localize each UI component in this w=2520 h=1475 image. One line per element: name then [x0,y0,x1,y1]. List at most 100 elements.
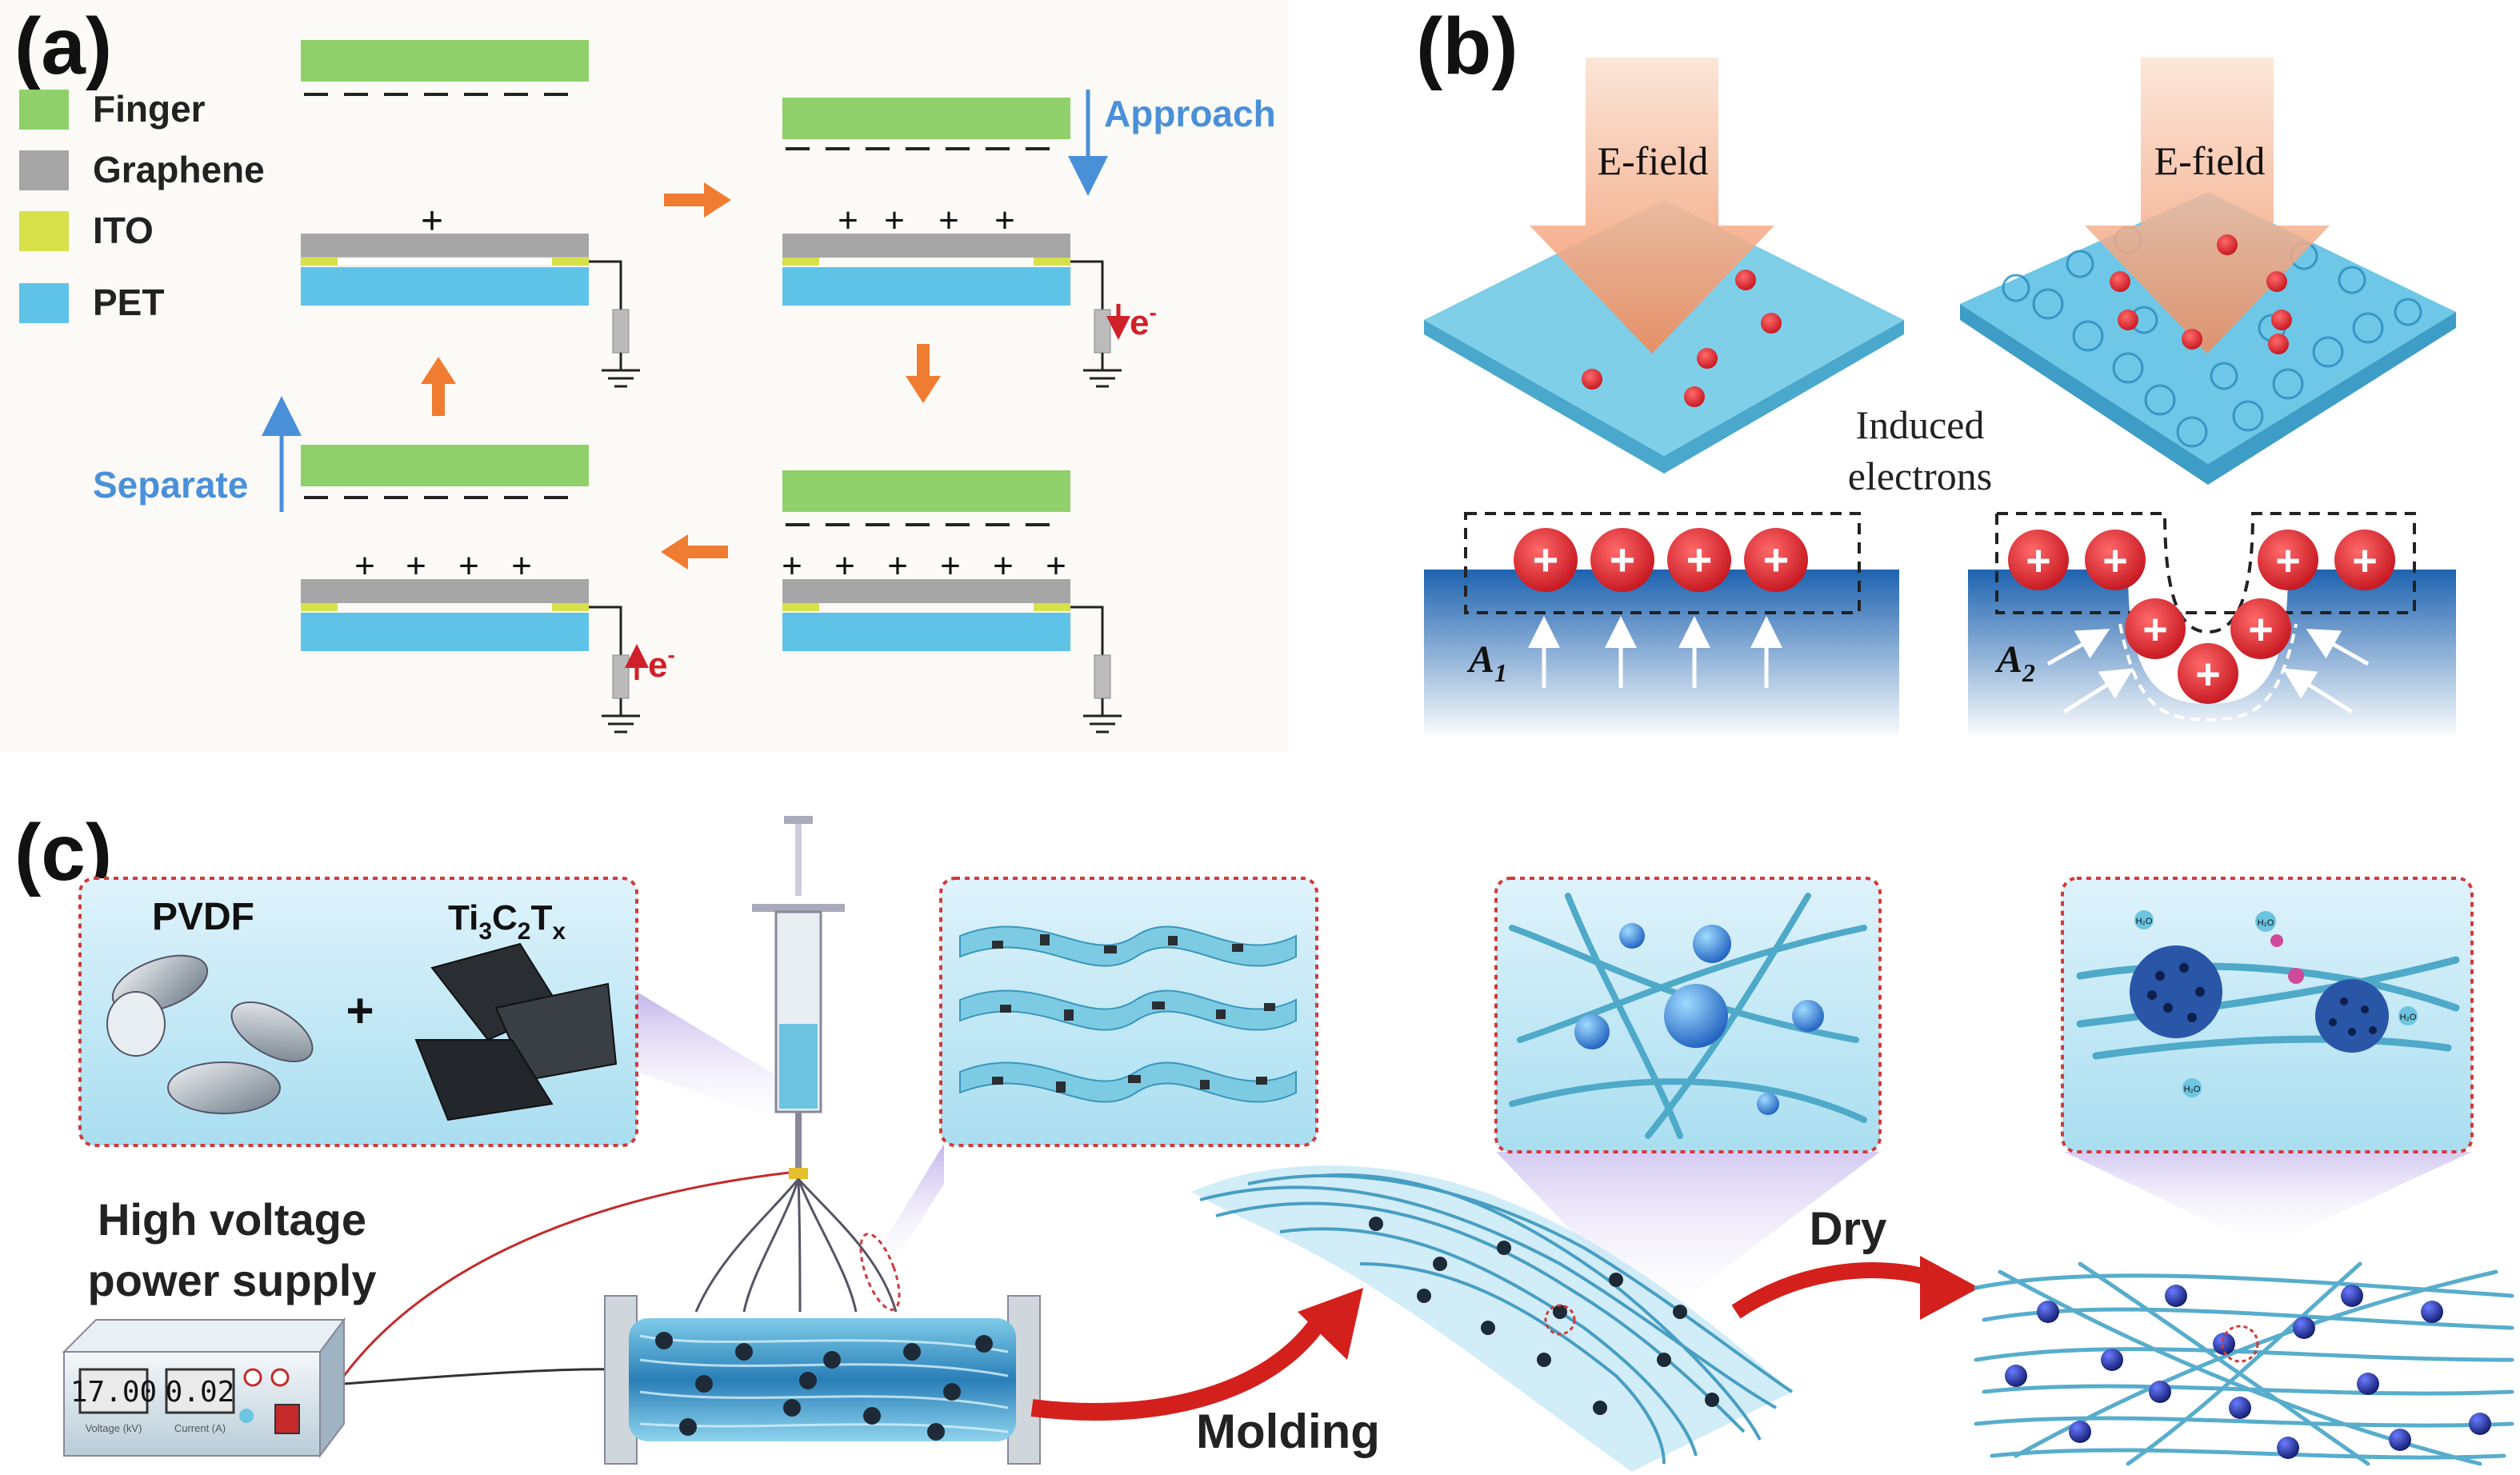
molded-fiber-mat [1192,1165,1794,1472]
dry-label: Dry [1810,1203,1887,1255]
positive-charge: + [834,546,855,586]
voltage-readout: 17.00 [70,1376,157,1409]
graphene-layer [301,234,589,258]
legend-label-finger: Finger [93,88,206,130]
orange-arrow-right [664,182,731,218]
ito-left [782,603,819,611]
state-initial: + [300,40,640,388]
state-approach: + + + + e- Approach [782,90,1276,388]
positive-charge: + [838,201,858,240]
zoom-beam-4 [2064,1152,2472,1248]
finger-layer [782,98,1070,139]
finger-layer [301,445,589,486]
zoom-marker [2221,1325,2259,1363]
legend-label-graphene: Graphene [93,149,265,190]
positive-charge: + [1610,534,1636,585]
power-supply-label-line1: High voltage [98,1194,366,1245]
current-caption: Current (A) [174,1422,226,1434]
syringe-needle [795,1112,802,1168]
resistor [612,654,630,699]
positive-charge: + [511,546,532,586]
mxene-flakes-image [414,942,618,1121]
graphene-layer [301,579,589,603]
orange-arrow-left [661,534,728,570]
positive-charge: + [2142,606,2168,654]
positive-charge: + [1533,534,1559,585]
h2o-label: H₂O [2136,917,2153,926]
porous-bead [2130,945,2222,1038]
inset-porous-beads [2061,877,2474,1153]
state-separate: + + + + e- Separate [93,396,675,734]
resistor [1094,309,1111,354]
voltage-caption: Voltage (kV) [86,1422,142,1434]
charge-dot [2110,271,2130,292]
charge-dot [2118,310,2138,330]
panel-c: (c) PVDF + Ti3C2Tx [14,808,2514,1472]
legend-swatch-finger [19,90,69,130]
wire [1070,260,1104,310]
syringe-plunger [795,824,802,896]
knob [243,1368,262,1387]
positive-charge: + [1046,546,1066,586]
ground-symbol [602,698,640,734]
panel-a-background [0,0,1288,752]
zoom-marker [1544,1304,1576,1336]
dried-fiber-mat [1974,1261,2514,1466]
induced-label-line2: electrons [1848,454,1992,498]
graphene-layer [782,234,1070,258]
water-molecules [2134,910,2418,1097]
positive-charge: + [938,201,959,240]
positive-charge: + [2248,606,2274,654]
legend: Finger Graphene ITO PET [19,88,265,323]
positive-charge: + [2026,537,2051,585]
pet-layer [301,267,589,306]
porous-beads-image: H₂O H₂O H₂O H₂O [2076,910,2460,1097]
molding-label: Molding [1196,1405,1380,1458]
positive-charge: + [354,546,375,586]
positive-charge: + [1763,534,1790,585]
charge-dot [1697,348,1718,369]
legend-swatch-graphene [19,150,69,190]
ito-left [782,258,819,266]
red-wire [342,1171,790,1377]
ito-left [301,258,338,266]
positive-charge: + [993,546,1014,586]
knob [270,1368,290,1387]
zoom-beam-2 [880,1144,944,1272]
ito-left [301,603,338,611]
panel-a: (a) Finger Graphene ITO PET + [0,0,1288,752]
legend-swatch-pet [19,283,69,323]
finger-layer [301,40,589,82]
ito-right [1034,258,1070,266]
pet-layer [301,613,589,651]
orange-arrow-up [421,357,456,416]
black-wire [343,1368,617,1385]
charge-dot [2182,329,2202,350]
field-arrows-left [1528,616,1782,688]
finger-layer [782,470,1070,512]
plus-sign: + [346,984,374,1037]
graphene-layer [782,579,1070,603]
ground-symbol [602,353,640,388]
bead [1757,1093,1779,1115]
electron-label: e- [648,642,675,685]
pet-layer [782,613,1070,651]
bead [1574,1014,1610,1049]
wire [1070,606,1104,655]
power-switch [274,1404,300,1434]
syringe-plunger-top [784,816,813,824]
dry-arrow [1731,1262,1939,1319]
porous-bead [2315,979,2389,1053]
legend-label-pet: PET [93,282,164,323]
substrate-left [1424,570,1899,739]
pvdf-label: PVDF [152,896,254,938]
pet-layer [782,267,1070,306]
charge-dot [2217,234,2238,255]
positive-charge: + [884,201,905,240]
bead [1664,984,1728,1048]
induced-label-line1: Induced [1855,402,1984,447]
pvdf-pellets-image [106,954,314,1114]
electrospinning-jets [694,1177,898,1313]
positive-charge: + [2195,650,2221,698]
